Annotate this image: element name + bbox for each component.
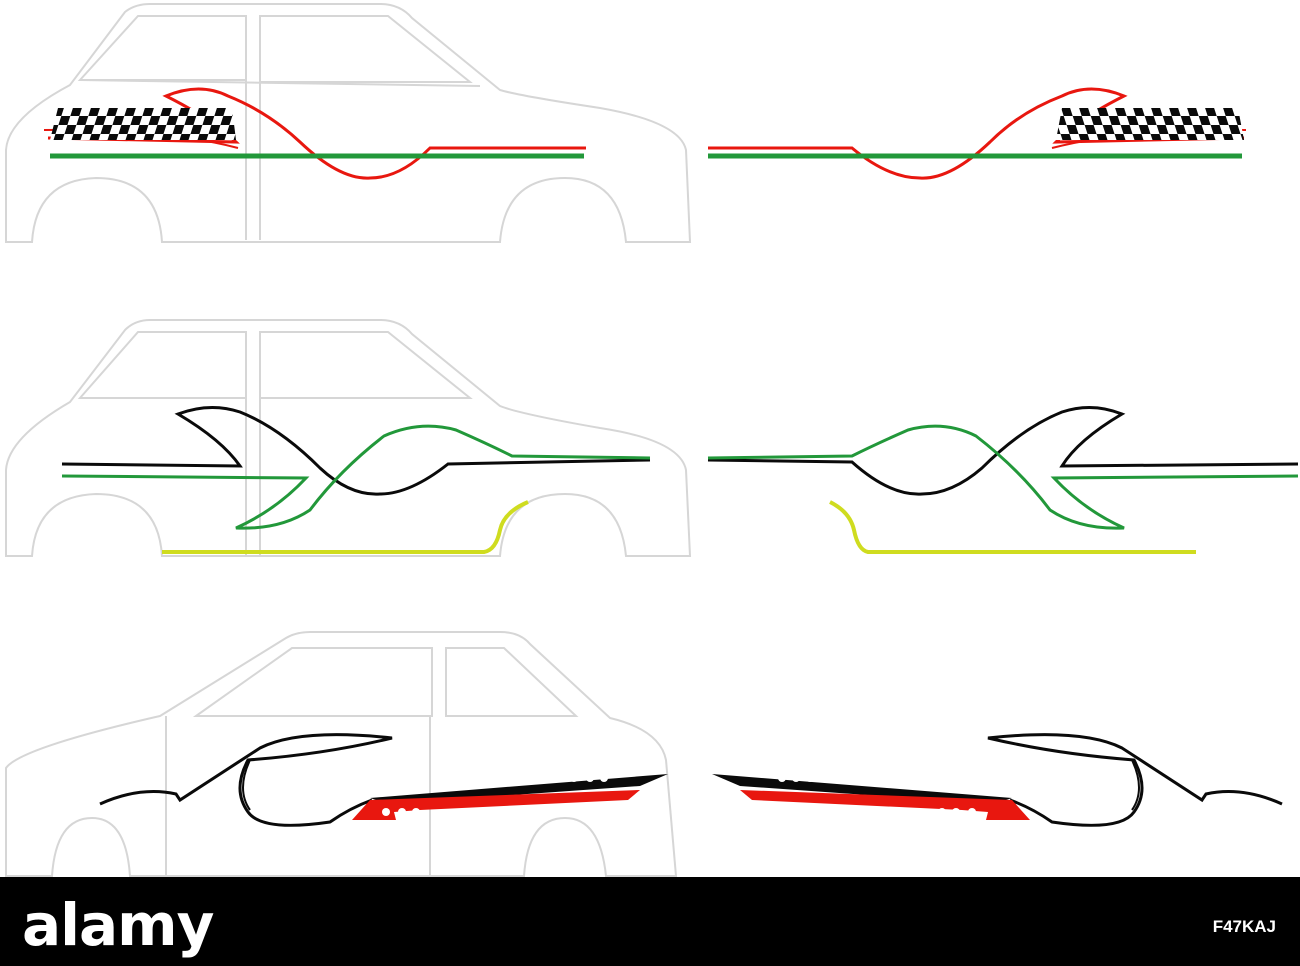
footer-bar: alamy F47KAJ [0,877,1300,966]
checkered-flag-stripe-right [708,87,1247,180]
swoosh-stripe-left [61,405,651,554]
alamy-logo: alamy [22,891,214,959]
car-outline-2 [5,319,692,557]
car-outline-1 [5,3,692,243]
car-outline-3 [5,631,678,877]
checkered-flag-stripe-left [43,87,586,180]
swoosh-stripe-right [707,406,1299,554]
artwork-canvas [5,3,1299,877]
tribal-stripe-left [99,733,668,827]
tribal-stripe-right [712,733,1283,827]
image-id-label: F47KAJ [1212,917,1276,936]
